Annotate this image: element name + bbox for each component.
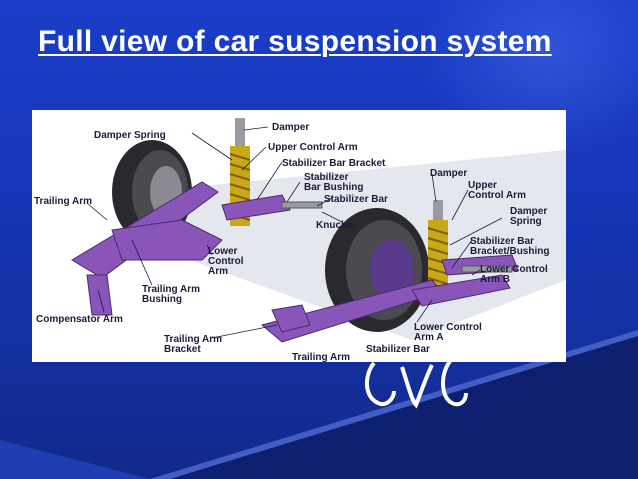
label-trailing-arm-bracket-2: Bracket — [164, 344, 201, 355]
bullet-icon — [330, 120, 336, 126]
label-lower-control-arm-3: Arm — [208, 266, 228, 277]
label-r-lower-control-arm-b-2: Arm B — [480, 274, 510, 285]
left-control-arm-icon — [71, 181, 323, 316]
label-r-stab-bracket-1: Stabilizer Bar — [470, 236, 534, 247]
label-stabilizer-bar-bracket: Stabilizer Bar Bracket — [282, 158, 386, 169]
decorative-scribble-icon — [365, 357, 468, 409]
label-r-stabilizer-bar: Stabilizer Bar — [366, 344, 430, 355]
label-compensator-arm: Compensator Arm — [36, 314, 123, 325]
label-stabilizer-bar-bushing-2: Bar Bushing — [304, 182, 363, 193]
label-trailing-arm-bottom: Trailing Arm — [292, 352, 350, 362]
suspension-diagram: Damper Spring Damper Upper Control Arm S… — [32, 110, 566, 362]
label-r-damper-spring-1: Damper — [510, 206, 547, 217]
bullet-coil-spring: coil spring — [352, 113, 434, 133]
label-r-lower-control-arm-b-1: Lower Control — [480, 264, 548, 275]
label-r-upper-control-arm-2: Control Arm — [468, 190, 526, 201]
label-stabilizer-bar: Stabilizer Bar — [324, 194, 388, 205]
label-r-lower-control-arm-a-1: Lower Control — [414, 322, 482, 333]
label-knuckle: Knuckle — [316, 220, 355, 231]
label-r-damper-spring-2: Spring — [510, 216, 542, 227]
label-lower-control-arm-2: Control — [208, 256, 244, 267]
label-r-damper: Damper — [430, 168, 467, 179]
label-lower-control-arm-1: Lower — [208, 246, 238, 257]
label-trailing-arm-bushing-1: Trailing Arm — [142, 284, 200, 295]
label-trailing-arm-bushing-2: Bushing — [142, 294, 182, 305]
label-upper-control-arm: Upper Control Arm — [268, 142, 358, 153]
slide-title: Full view of car suspension system — [38, 25, 552, 58]
label-r-lower-control-arm-a-2: Arm A — [414, 332, 444, 343]
label-trailing-arm-bracket-1: Trailing Arm — [164, 334, 222, 345]
right-control-arm-icon — [260, 254, 519, 343]
label-damper: Damper — [272, 122, 309, 133]
label-damper-spring: Damper Spring — [94, 130, 166, 141]
label-trailing-arm: Trailing Arm — [34, 196, 92, 207]
label-r-stab-bracket-2: Bracket/Bushing — [470, 246, 549, 257]
label-stabilizer-bar-bushing-1: Stabilizer — [304, 172, 349, 183]
label-r-upper-control-arm-1: Upper — [468, 180, 497, 191]
